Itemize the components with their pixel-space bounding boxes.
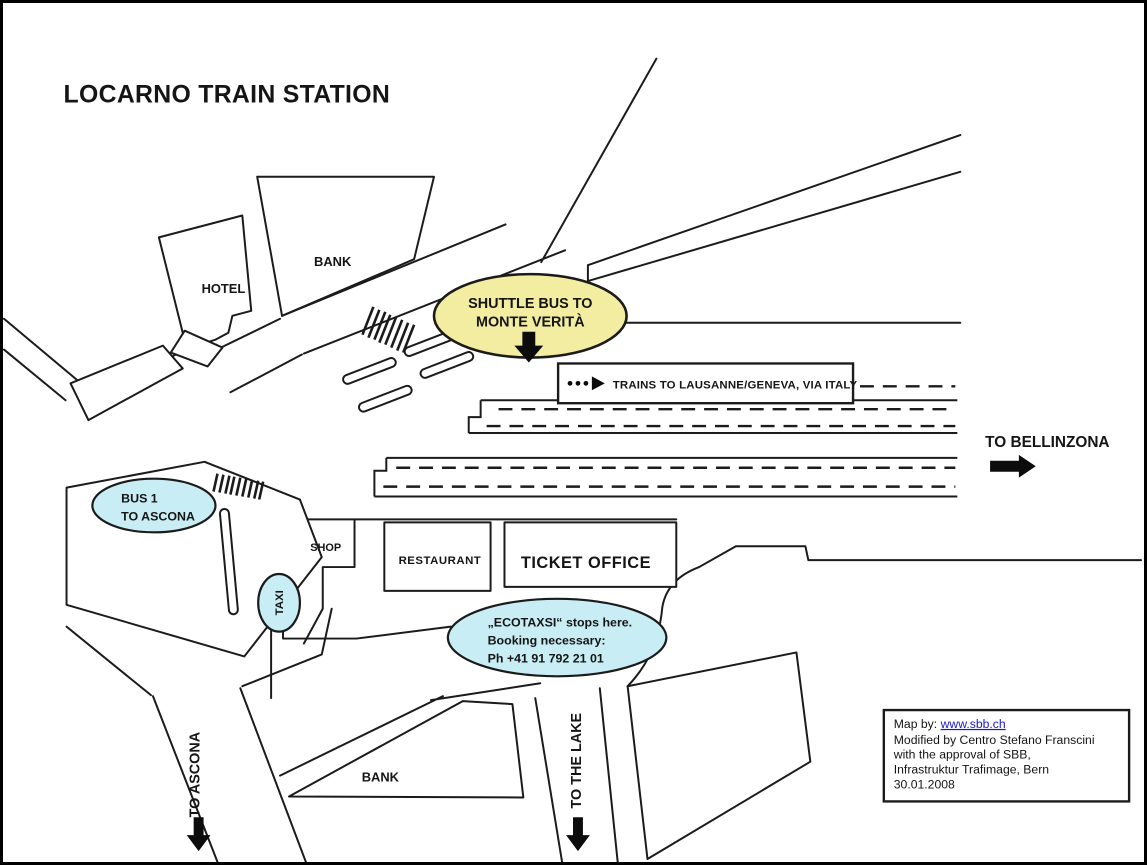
shuttle-label-line1: SHUTTLE BUS TO [468, 296, 592, 312]
shuttle-label-line2: MONTE VERITÀ [476, 314, 585, 331]
down-arrow-icon [566, 817, 590, 852]
shuttle-down-arrow-icon [514, 331, 544, 363]
credits-line4: Infrastruktur Trafimage, Bern [894, 763, 1049, 777]
traffic-island-block [69, 344, 184, 422]
sbb-link[interactable]: www.sbb.ch [940, 717, 1006, 731]
bus1-callout: BUS 1 TO ASCONA [91, 477, 217, 534]
credits-line2: Modified by Centro Stefano Franscini [894, 733, 1095, 747]
building-ticket-office [503, 521, 678, 588]
ecotaxi-label-line3: Ph +41 91 792 21 01 [488, 651, 604, 665]
building-restaurant [383, 521, 492, 592]
ascona-label: TO ASCONA [188, 732, 204, 817]
direction-bellinzona: TO BELLINZONA [985, 434, 1110, 478]
platform-edge [373, 399, 958, 498]
building-labels: HOTEL BANK SHOP RESTAURANT TICKET OFFICE… [202, 254, 651, 784]
ecotaxi-callout: „ECOTAXSI“ stops here. Booking necessary… [446, 597, 668, 678]
dotted-arrow-icon [567, 376, 605, 391]
bellinzona-label: TO BELLINZONA [985, 434, 1109, 451]
bank-south-label: BANK [362, 770, 400, 785]
down-arrow-icon [186, 817, 211, 852]
ticket-office-label: TICKET OFFICE [521, 554, 651, 572]
taxi-ellipse [257, 572, 302, 633]
bank-north-label: BANK [314, 254, 352, 269]
direction-ascona: TO ASCONA [186, 732, 211, 852]
platform-pill-fill [220, 331, 473, 614]
small-block [169, 329, 224, 368]
trains-note-box: TRAINS TO LAUSANNE/GENEVA, VIA ITALY [556, 362, 858, 405]
bus-platform-pills [218, 329, 475, 616]
trains-note-label: TRAINS TO LAUSANNE/GENEVA, VIA ITALY [613, 379, 858, 391]
credits-map-by: Map by: [894, 717, 941, 731]
hotel-label: HOTEL [202, 281, 246, 296]
crosswalk-north [361, 306, 416, 354]
taxi-callout: TAXI [257, 572, 302, 633]
credits-line5: 30.01.2008 [894, 778, 955, 792]
bus1-label-line2: TO ASCONA [121, 509, 195, 523]
shop-label: SHOP [310, 542, 341, 554]
map-canvas: TRAINS TO LAUSANNE/GENEVA, VIA ITALY HOT… [3, 57, 1143, 862]
right-arrow-icon [990, 454, 1036, 478]
shuttle-bus-callout: SHUTTLE BUS TO MONTE VERITÀ [432, 272, 628, 363]
lake-label: TO THE LAKE [569, 713, 585, 809]
restaurant-label: RESTAURANT [399, 555, 482, 567]
direction-lake: TO THE LAKE [566, 713, 590, 852]
ecotaxi-ellipse [446, 597, 668, 678]
zebra-stripes [212, 473, 265, 500]
credits-box: Map by: www.sbb.ch Modified by Centro St… [882, 708, 1131, 803]
rail-track [383, 385, 956, 488]
building-bank-north [256, 175, 435, 317]
southeast-block [626, 651, 812, 861]
building-bank-south [287, 700, 525, 799]
crosswalk-west [212, 473, 265, 500]
page-title: LOCARNO TRAIN STATION [64, 81, 390, 108]
taxi-label: TAXI [274, 590, 286, 615]
bus1-label-line1: BUS 1 [121, 492, 158, 506]
ecotaxi-label-line1: „ECOTAXSI“ stops here. [488, 616, 633, 630]
bus1-ellipse [91, 477, 217, 534]
credits-line1: Map by: www.sbb.ch [894, 717, 1006, 731]
credits-line3: with the approval of SBB, [893, 748, 1031, 762]
zebra-stripes [361, 306, 416, 354]
ecotaxi-label-line2: Booking necessary: [488, 634, 606, 648]
